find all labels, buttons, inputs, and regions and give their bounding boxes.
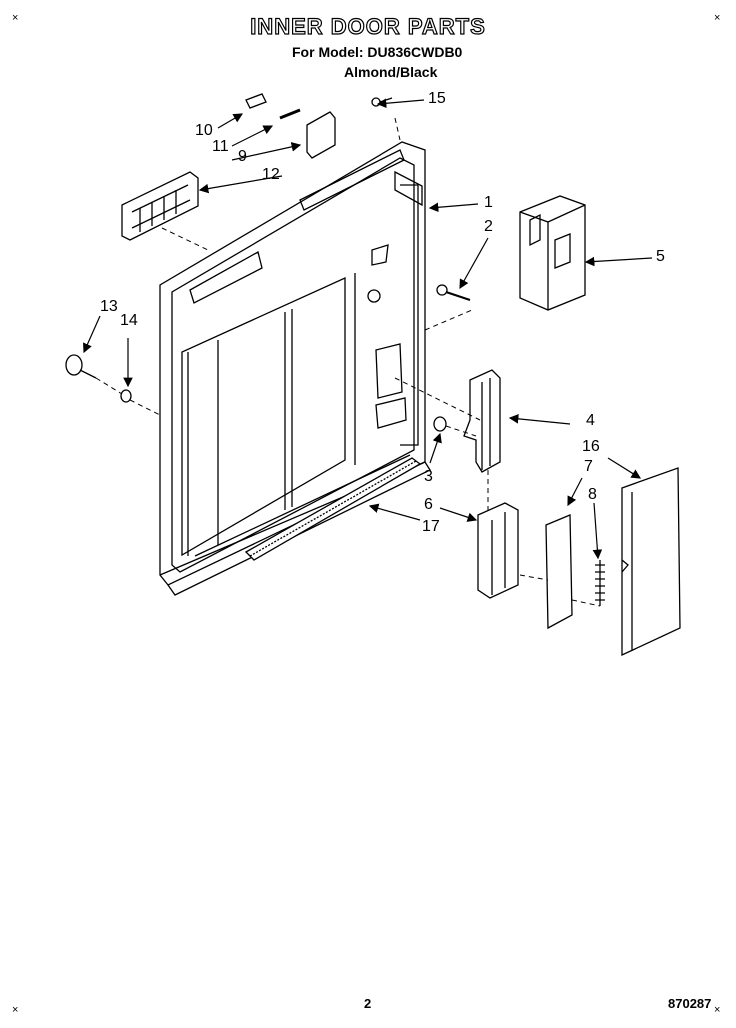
page-title: INNER DOOR PARTS [250,13,486,39]
color-label: Almond/Black [344,64,438,80]
clip-part-10 [245,93,267,109]
callout-12: 12 [262,166,280,183]
latch-base-part-6 [477,502,519,599]
callout-6: 6 [424,496,433,513]
callout-15: 15 [428,90,446,107]
callout-8: 8 [588,486,597,503]
callout-3: 3 [424,468,433,485]
callout-5: 5 [656,248,665,265]
callout-17: 17 [422,518,440,535]
callout-14: 14 [120,312,138,329]
latch-housing-part-5 [519,195,586,311]
callout-2: 2 [484,218,493,235]
cover-part-9 [306,111,336,159]
washer-part-14 [120,389,132,403]
callout-11: 11 [212,138,229,155]
slide-part-7 [545,514,573,630]
callout-13: 13 [100,298,118,315]
screw-part-15 [371,97,393,107]
callout-9: 9 [238,148,247,165]
model-label: For Model: DU836CWDB0 [292,44,463,60]
callout-10: 10 [195,122,213,139]
grommet-part-3 [433,416,447,432]
corner-mark-bottom-left: × [12,1004,19,1016]
callout-16: 16 [582,438,600,455]
corner-mark-top-right: × [714,12,721,24]
shield-part-16 [621,467,681,657]
callout-1: 1 [484,194,493,211]
document-number: 870287 [668,996,712,1011]
corner-mark-bottom-right: × [714,1004,721,1016]
vent-bracket-part-12 [121,171,199,241]
inner-door-panel [159,141,431,596]
screw-part-2 [436,284,471,301]
callout-7: 7 [584,458,593,475]
page-number: 2 [364,996,372,1011]
latch-part-4 [463,369,501,473]
pin-part-11 [279,108,301,120]
corner-mark-top-left: × [12,12,19,24]
trim-strip-part-17 [244,457,422,561]
callout-4: 4 [586,412,595,429]
knob-part-13 [65,354,97,379]
